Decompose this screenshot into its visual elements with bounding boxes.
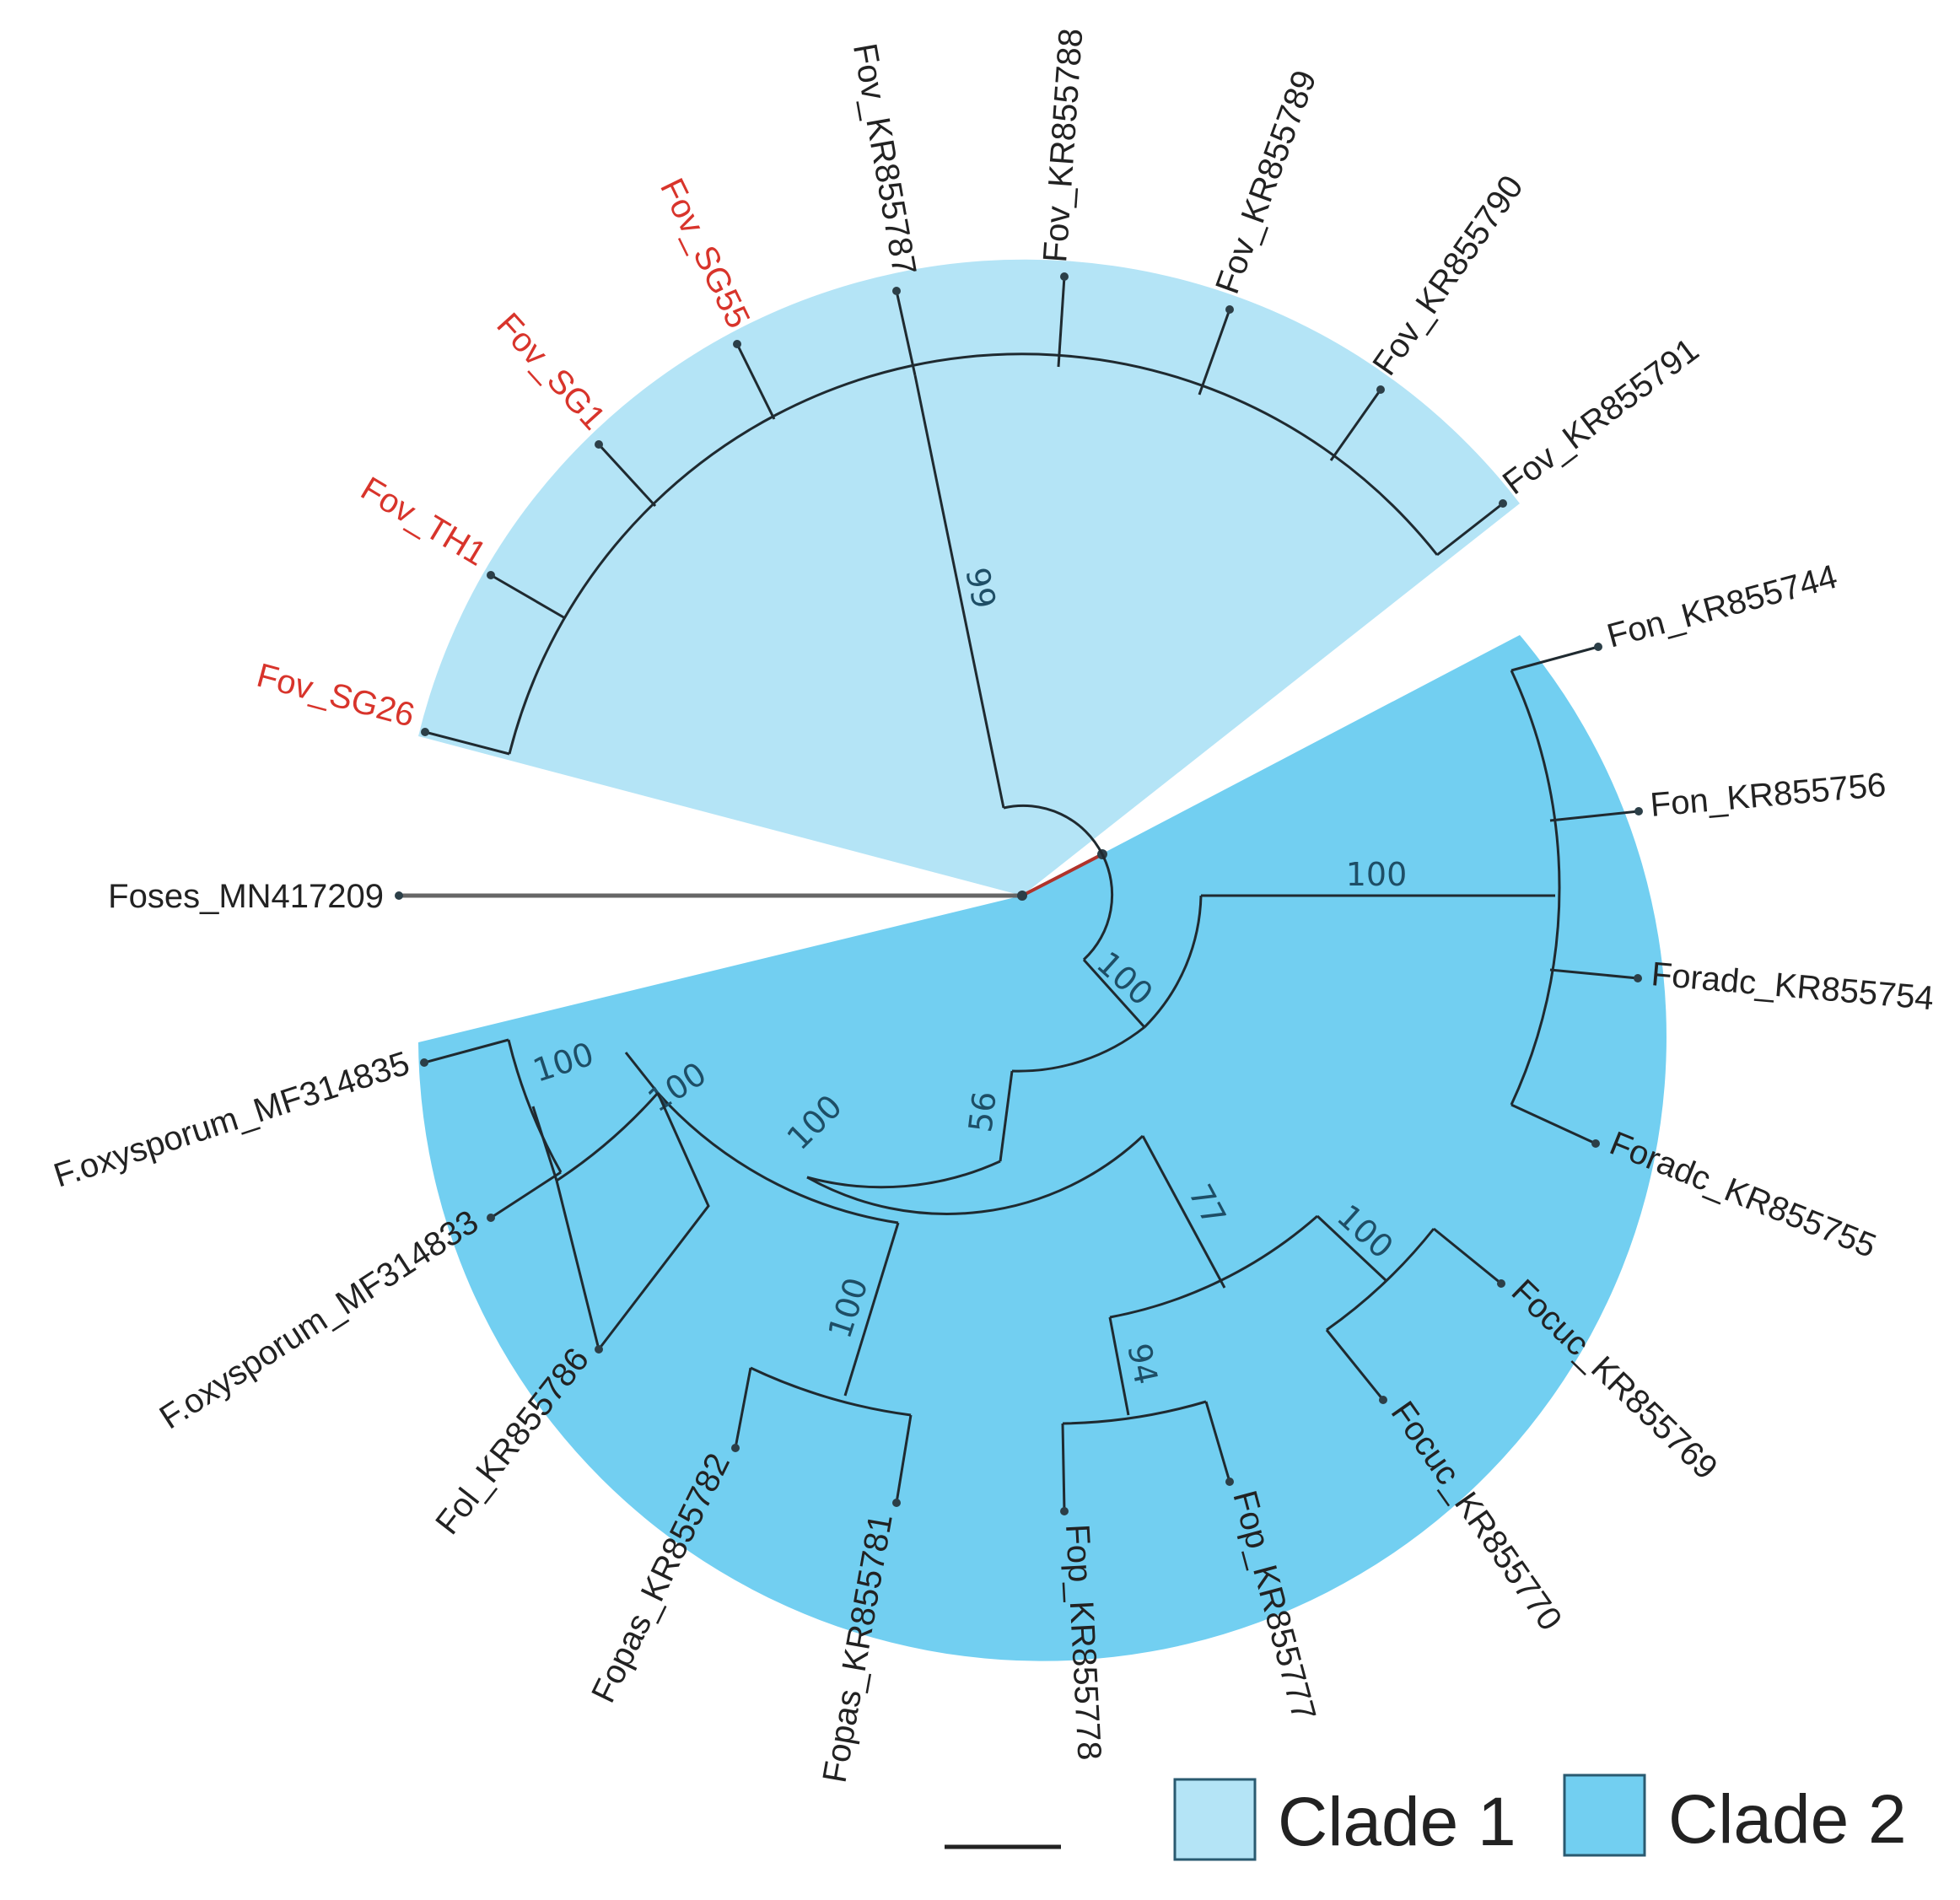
branch — [1141, 1135, 1226, 1289]
fop-arc — [1062, 1400, 1207, 1425]
branch — [843, 1222, 900, 1397]
branch — [1108, 1316, 1130, 1416]
foxy-arc — [507, 1039, 563, 1173]
clade-1-stem-arc — [1003, 804, 1104, 855]
focuc-arc — [1326, 1228, 1435, 1332]
tip-label: Fov_KR855788 — [1037, 27, 1090, 263]
node-56-stem — [999, 1070, 1014, 1162]
clade-2-stem-arc — [1082, 853, 1114, 961]
tip-label: Fov_SG1 — [489, 306, 612, 437]
legend-swatch-clade-1 — [1173, 1778, 1257, 1861]
branch — [1316, 1214, 1387, 1282]
node-56-arc — [806, 1134, 1144, 1215]
node-arc — [1011, 1025, 1145, 1073]
tip-label: F.oxysporum_MF314835 — [50, 1045, 414, 1195]
clade-1-stem — [913, 374, 1005, 809]
tip-label: Fov_KR855787 — [846, 40, 923, 277]
branch — [555, 1180, 600, 1350]
tip-label: Foradc_KR855754 — [1650, 955, 1935, 1017]
tip-label: Fov_SG55 — [653, 173, 757, 334]
legend-label-clade-2: Clade 2 — [1668, 1781, 1907, 1858]
root-node — [1017, 891, 1027, 901]
root-branch — [1021, 853, 1103, 897]
legend-label-clade-1: Clade 1 — [1278, 1784, 1516, 1860]
tip-label: Fon_KR855744 — [1603, 558, 1841, 655]
legend-swatch-clade-2 — [1563, 1774, 1646, 1857]
clade-1-backbone-arc — [508, 353, 1439, 755]
fopas-arc — [750, 1366, 912, 1417]
tip-label: Fov_KR855790 — [1365, 169, 1530, 382]
bootstrap-label: 99 — [958, 564, 1003, 611]
clade-2-stem — [1082, 958, 1146, 1029]
clade-1-sector — [418, 259, 1520, 896]
tip-label: Fov_KR855789 — [1209, 66, 1323, 299]
tip-label: Fov_KR855791 — [1496, 331, 1705, 502]
bootstrap-label: 100 — [1346, 856, 1408, 893]
tip-label: F.oxysporum_MF314833 — [153, 1203, 485, 1437]
bootstrap-label: 56 — [961, 1090, 1004, 1134]
legend: Clade 1 Clade 2 — [1173, 1774, 1907, 1861]
clade-2-sector — [418, 635, 1667, 1661]
node-arc-left — [556, 1092, 660, 1182]
bootstrap-label: 94 — [1120, 1340, 1165, 1387]
branch — [624, 1052, 660, 1094]
outgroup-tip — [395, 891, 403, 900]
tip-label: Fov_SG26 — [253, 657, 418, 735]
outgroup-label: Foses_MN417209 — [108, 878, 384, 915]
node-77-arc — [1109, 1214, 1318, 1319]
node-arc — [1143, 895, 1203, 1029]
tip-label: Fon_KR855756 — [1649, 767, 1887, 824]
tip-label: Fov_TH1 — [354, 470, 493, 573]
left-node-arc — [656, 1091, 899, 1225]
node-56-arc-left — [806, 1160, 1001, 1189]
subclade-arc — [1510, 670, 1561, 1106]
